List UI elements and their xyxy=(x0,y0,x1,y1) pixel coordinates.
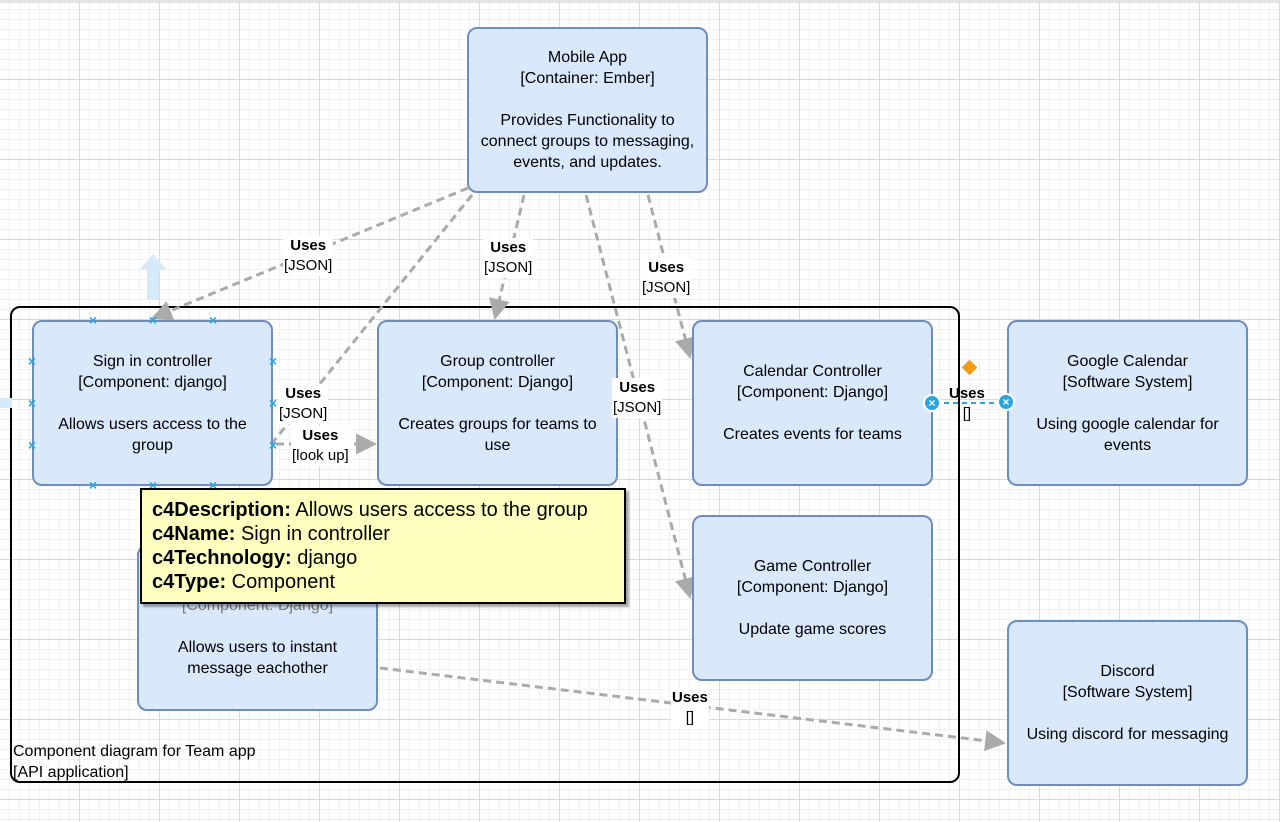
edge-label-tech: [] xyxy=(685,709,695,726)
boundary-label: Component diagram for Team app [API appl… xyxy=(13,741,256,783)
node-name: Google Calendar xyxy=(1067,352,1188,370)
sign-in-controller-node[interactable]: Sign in controller [Component: django] A… xyxy=(32,320,273,486)
edge-label-text: Uses xyxy=(672,689,708,706)
node-type: [Component: Django] xyxy=(736,384,889,401)
node-type: [Container: Ember] xyxy=(520,70,655,87)
connection-point-icon[interactable]: × xyxy=(923,394,941,412)
google-calendar-node[interactable]: Google Calendar [Software System] Using … xyxy=(1007,320,1248,486)
hover-arrow-left-icon[interactable] xyxy=(0,398,12,408)
edge-label-text: Uses xyxy=(619,379,656,396)
edge-label-mobile-signin[interactable]: Uses [JSON] xyxy=(283,236,334,276)
edge-label-text: Uses xyxy=(302,427,339,444)
resize-handle-icon[interactable]: × xyxy=(27,437,37,453)
edge-label-text: Uses xyxy=(490,239,527,256)
edge-label-tech: [JSON] xyxy=(284,257,333,274)
tooltip-value: Sign in controller xyxy=(240,523,390,545)
tooltip-value: Component xyxy=(231,571,336,593)
discord-node[interactable]: Discord [Software System] Using discord … xyxy=(1007,620,1248,786)
boundary-subtitle: [API application] xyxy=(13,764,129,781)
edge-label-text: Uses xyxy=(290,237,327,254)
edge-label-mobile-calendar[interactable]: Uses [JSON] xyxy=(641,258,692,298)
connection-point-icon[interactable]: × xyxy=(997,393,1015,411)
resize-handle-icon[interactable]: × xyxy=(27,353,37,369)
edge-label-tech: [JSON] xyxy=(484,259,533,276)
resize-handle-icon[interactable]: × xyxy=(268,353,278,369)
edge-label-messaging-discord[interactable]: Uses [] xyxy=(671,688,709,728)
boundary-title: Component diagram for Team app xyxy=(13,743,256,760)
node-description: Creates groups for teams to use xyxy=(398,415,597,454)
node-description: Allows users to instant message eachothe… xyxy=(177,639,338,677)
node-description: Using discord for messaging xyxy=(1026,726,1229,743)
node-type: [Component: django] xyxy=(78,373,227,391)
waypoint-handle-icon[interactable] xyxy=(961,359,978,376)
system-boundary[interactable] xyxy=(10,306,960,783)
node-name: Calendar Controller xyxy=(743,363,882,380)
resize-handle-icon[interactable]: × xyxy=(27,395,37,411)
edge-label-mobile-game[interactable]: Uses [JSON] xyxy=(612,378,663,418)
hover-arrow-up-icon[interactable] xyxy=(139,254,167,300)
node-type: [Component: Django] xyxy=(421,373,574,391)
edge-label-tech: [] xyxy=(962,405,972,422)
tooltip-key: c4Technology: xyxy=(152,547,292,569)
tooltip-key: c4Description: xyxy=(152,499,291,521)
edge-label-signin-group[interactable]: Uses [look up] xyxy=(291,426,350,466)
node-type: [Software System] xyxy=(1062,684,1193,701)
resize-handle-icon[interactable]: × xyxy=(88,312,98,328)
calendar-controller-node[interactable]: Calendar Controller [Component: Django] … xyxy=(692,320,933,486)
node-description: Update game scores xyxy=(738,621,887,638)
edge-label-mobile-group[interactable]: Uses [JSON] xyxy=(483,238,534,278)
node-name: Group controller xyxy=(440,352,555,370)
node-name: Game Controller xyxy=(753,558,872,575)
node-description: Creates events for teams xyxy=(723,426,902,443)
node-name: Discord xyxy=(1100,663,1155,680)
resize-handle-icon[interactable]: × xyxy=(268,395,278,411)
group-controller-node[interactable]: Group controller [Component: Django] Cre… xyxy=(377,320,618,486)
resize-handle-icon[interactable]: × xyxy=(208,477,218,493)
tooltip-key: c4Type: xyxy=(152,571,227,593)
node-description: Provides Functionality to connect groups… xyxy=(480,112,695,171)
resize-handle-icon[interactable]: × xyxy=(268,437,278,453)
resize-handle-icon[interactable]: × xyxy=(148,312,158,328)
edge-label-text: Uses xyxy=(949,385,985,402)
edge-label-text: Uses xyxy=(648,259,685,276)
canvas-top-border xyxy=(0,0,1280,3)
mobile-app-node[interactable]: Mobile App [Container: Ember] Provides F… xyxy=(467,27,708,193)
tooltip-value: Allows users access to the group xyxy=(295,499,588,521)
game-controller-node[interactable]: Game Controller [Component: Django] Upda… xyxy=(692,515,933,681)
edge-label-calendar-google[interactable]: Uses [] xyxy=(948,384,986,424)
tooltip-value: django xyxy=(297,547,358,569)
edge-label-mobile-messaging[interactable]: Uses [JSON] xyxy=(278,384,329,424)
edge-label-tech: [look up] xyxy=(292,447,349,464)
edge-label-text: Uses xyxy=(285,385,322,402)
resize-handle-icon[interactable]: × xyxy=(88,477,98,493)
node-description: Using google calendar for events xyxy=(1036,415,1219,454)
resize-handle-icon[interactable]: × xyxy=(148,477,158,493)
properties-tooltip: c4Description: Allows users access to th… xyxy=(140,488,626,604)
node-type: [Software System] xyxy=(1062,373,1193,391)
edge-label-tech: [JSON] xyxy=(613,399,662,416)
node-name: Mobile App xyxy=(547,49,628,66)
node-type: [Component: Django] xyxy=(736,579,889,596)
node-description: Allows users access to the group xyxy=(58,415,247,454)
edge-label-tech: [JSON] xyxy=(279,405,328,422)
node-name: Sign in controller xyxy=(92,352,213,370)
tooltip-key: c4Name: xyxy=(152,523,236,545)
edge-label-tech: [JSON] xyxy=(642,279,691,296)
resize-handle-icon[interactable]: × xyxy=(208,312,218,328)
